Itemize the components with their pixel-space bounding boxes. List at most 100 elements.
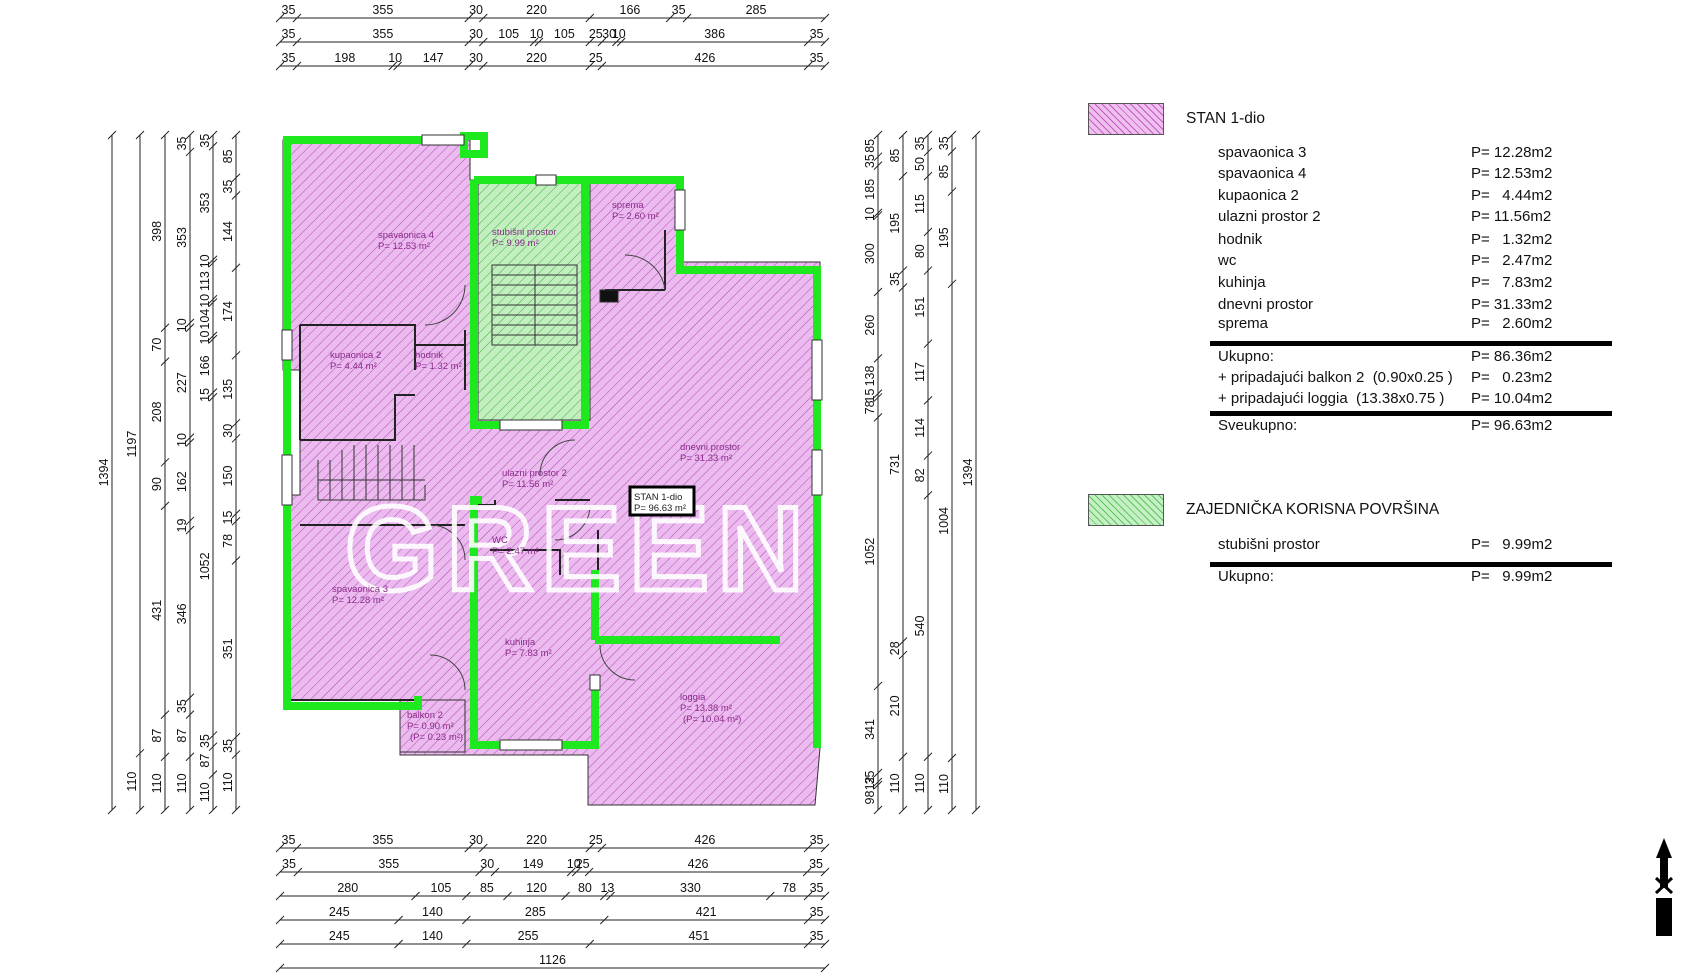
room-extra-area: (P= 10.04 m²)	[683, 714, 741, 725]
room-name: hodnik	[415, 350, 443, 361]
dimension-value: 110	[221, 772, 235, 792]
dimension-value: 98	[863, 790, 877, 804]
dimension-value: 105	[431, 881, 452, 895]
legend-room-name: spavaonica 4	[1218, 165, 1307, 182]
dimension-value: 120	[526, 881, 547, 895]
dimension-value: 421	[696, 905, 717, 919]
room-name: spavaonica 3	[332, 584, 388, 595]
dimension-value: 426	[688, 857, 709, 871]
dimension-value: 195	[937, 227, 951, 248]
dimension-value: 87	[175, 729, 189, 743]
dimension-value: 10	[567, 857, 581, 871]
dimension-value: 30	[469, 3, 483, 17]
dimension-value: 10	[175, 433, 189, 447]
dimension-value: 162	[175, 471, 189, 492]
dimension-value: 341	[863, 719, 877, 740]
door-swings	[424, 254, 666, 691]
room-area: P= 11.56 m²	[502, 479, 553, 490]
dimension-value: 398	[150, 221, 164, 242]
dimension-value: 70	[150, 338, 164, 352]
dimension-value: 110	[150, 773, 164, 793]
unit1-total-row: Ukupno: P= 86.36m2	[1218, 348, 1698, 368]
legend-room-name: Ukupno:	[1218, 568, 1274, 585]
room-name: loggia	[680, 692, 706, 703]
dimension-value: 78	[782, 881, 796, 895]
dimension-value: 355	[372, 833, 393, 847]
dimension-value: 255	[518, 929, 539, 943]
dimension-value: 25	[589, 51, 603, 65]
dimension-value: 386	[704, 27, 725, 41]
legend-room-name: kupaonica 2	[1218, 187, 1299, 204]
dimension-value: 35	[198, 134, 212, 148]
room-area: P= 12.28 m²	[332, 595, 384, 606]
dimension-value: 1126	[539, 953, 566, 967]
room-area: P= 7.83 m²	[505, 648, 552, 659]
dimension-value: 227	[175, 372, 189, 393]
dimension-value: 85	[937, 165, 951, 179]
dimension-value: 35	[913, 136, 927, 150]
dimension-value: 150	[221, 466, 235, 487]
dimension-value: 220	[526, 833, 547, 847]
dimension-value: 1394	[97, 459, 111, 487]
legend-room-name: wc	[1218, 252, 1237, 269]
room-extra-area: (P= 0.23 m²)	[410, 732, 463, 743]
dimension-value: 1052	[863, 538, 877, 566]
dimension-value: 426	[695, 51, 716, 65]
dimension-value: 35	[863, 154, 877, 168]
dimension-value: 35	[282, 857, 296, 871]
dimension-value: 35	[175, 136, 189, 150]
unit2-total-row: Ukupno:P= 9.99m2	[1218, 568, 1698, 588]
dimension-value: 35	[221, 739, 235, 753]
dimension-value: 13	[600, 881, 614, 895]
dimension-value: 117	[913, 362, 927, 382]
dimension-value: 35	[937, 136, 951, 150]
dimension-value: 12	[863, 776, 877, 790]
legend-divider	[1210, 411, 1612, 416]
legend-room-area: P= 12.28m2	[1471, 144, 1553, 161]
dimension-value: 280	[337, 881, 358, 895]
legend-room-area: P= 9.99m2	[1471, 536, 1553, 553]
dimension-value: 1004	[937, 507, 951, 535]
legend-room-name: dnevni prostor	[1218, 296, 1314, 313]
dimension-value: 30	[221, 424, 235, 438]
dimension-value: 35	[282, 3, 296, 17]
dimension-value: 25	[589, 27, 603, 41]
room-area: P= 13.38 m²	[680, 703, 732, 714]
dimension-value: 85	[221, 149, 235, 163]
dimension-value: 353	[198, 193, 212, 214]
legend-room-area: P= 86.36m2	[1471, 348, 1553, 365]
dimension-value: 80	[913, 244, 927, 258]
dimension-value: 198	[334, 51, 355, 65]
dimension-value: 85	[863, 139, 877, 153]
dimension-chain: 35 85 195 1004 110	[937, 130, 957, 815]
dimension-value: 166	[620, 3, 641, 17]
dimension-value: 1052	[198, 552, 212, 580]
dimension-value: 35	[282, 51, 296, 65]
dimension-value: 35	[810, 51, 824, 65]
dimension-value: 431	[150, 600, 164, 621]
dimension-value: 10	[198, 331, 212, 345]
room-name: ulazni prostor 2	[502, 468, 567, 479]
dimension-value: 285	[746, 3, 767, 17]
dimension-value: 346	[175, 603, 189, 624]
dimension-value: 78	[863, 400, 877, 414]
room-area: P= 31.33 m²	[680, 453, 732, 464]
legend-room-name: Ukupno:	[1218, 348, 1274, 365]
legend-room-name: spavaonica 3	[1218, 144, 1307, 161]
room-area: P= 9.99 m²	[492, 238, 539, 249]
room-area: P= 4.44 m²	[330, 361, 377, 372]
dimension-value: 110	[937, 774, 951, 794]
